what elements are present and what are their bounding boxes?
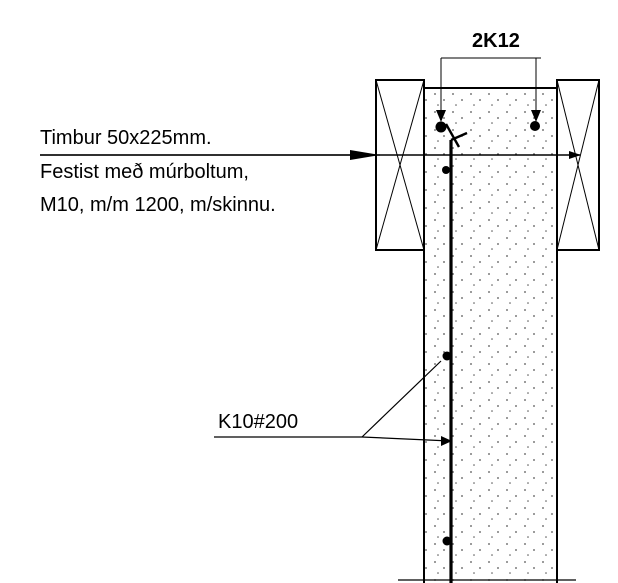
rebar-top-leader (436, 57, 541, 122)
label-timber-line2: Festist með múrboltum, (40, 161, 249, 183)
timber-plate-left (375, 79, 425, 251)
rebar-dot-top-right (530, 121, 540, 131)
rebar-dot (442, 351, 452, 361)
timber-plate-right (556, 79, 600, 251)
rebar-dot (442, 166, 450, 174)
rebar-dot-top-left (435, 121, 447, 133)
label-timber-line3: M10, m/m 1200, m/skinnu. (40, 194, 276, 216)
rebar-vertical (444, 123, 468, 583)
label-stirrups: K10#200 (218, 411, 298, 433)
rebar-dot (442, 536, 452, 546)
label-timber-line1: Timbur 50x225mm. (40, 127, 212, 149)
label-rebar-top: 2K12 (472, 30, 520, 52)
stirrup-leader (214, 360, 452, 446)
